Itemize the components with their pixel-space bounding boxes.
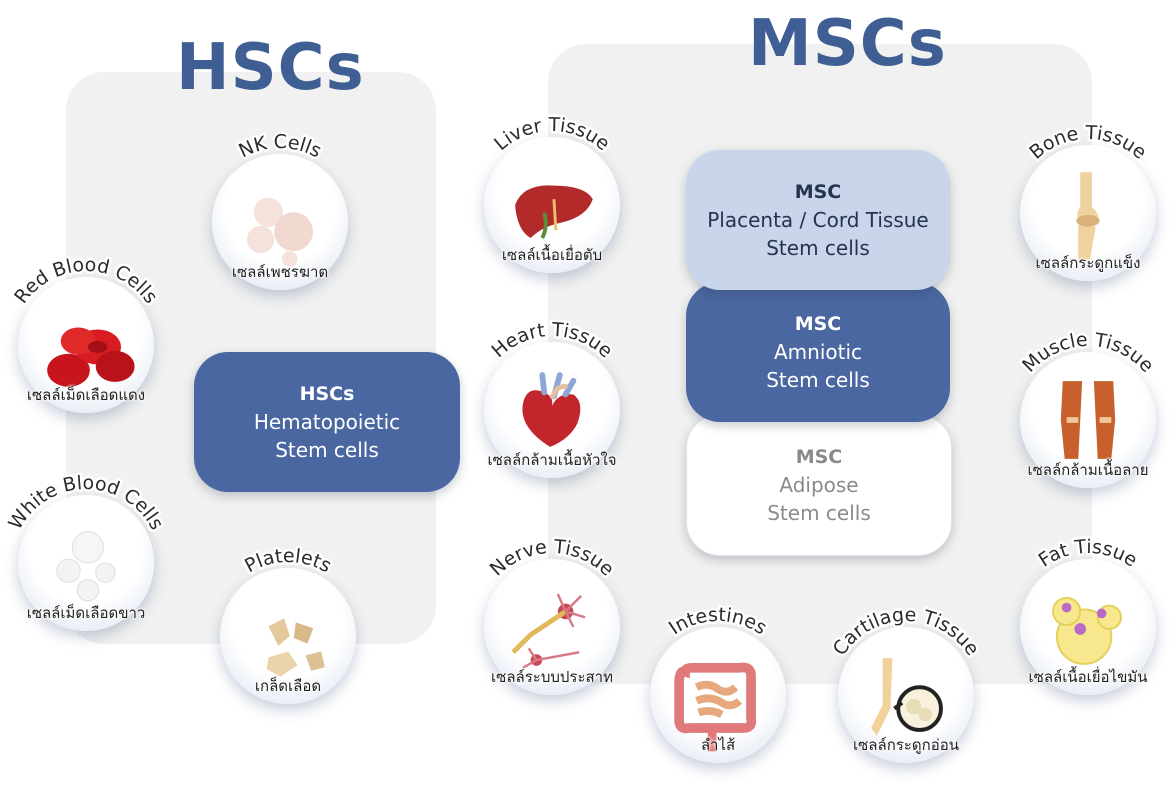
node-thai-caption: เซลล์กล้ามเนื้อลาย — [1027, 461, 1149, 479]
msc-amniotic-line3: Stem cells — [766, 368, 870, 392]
node-label: Fat Tissue — [1035, 536, 1142, 572]
msc-placenta-line2: Placenta / Cord Tissue — [707, 208, 929, 232]
hsc-box-line3: Stem cells — [275, 438, 379, 462]
msc-amniotic-line2: Amniotic — [773, 340, 863, 364]
heart-icon — [522, 372, 581, 447]
node-label: NK Cells — [235, 131, 325, 162]
node-thai-caption: เซลล์ระบบประสาท — [491, 668, 613, 686]
node-thai-caption: เซลล์เม็ดเลือดแดง — [26, 386, 146, 404]
node-circle — [484, 342, 620, 478]
node-circle — [1020, 145, 1156, 281]
node-circle — [650, 627, 786, 763]
node-label: Nerve Tissue — [486, 536, 619, 581]
node-circle — [838, 627, 974, 763]
node-circle — [484, 559, 620, 695]
node-label-arc: NK Cells — [233, 128, 328, 164]
node-label-arc: Bone Tissue — [1023, 119, 1153, 166]
node-label-arc: Platelets — [239, 542, 338, 579]
msc-amniotic-box: MSC Amniotic Stem cells — [686, 282, 950, 422]
node-label: Bone Tissue — [1025, 122, 1150, 164]
msc-placenta-box: MSC Placenta / Cord Tissue Stem cells — [686, 150, 950, 290]
msc-amniotic-line1: MSC — [794, 313, 842, 335]
msc-placenta-line3: Stem cells — [766, 236, 870, 260]
node-thai-caption: เซลล์กระดูกแข็ง — [1035, 254, 1141, 272]
node-circle — [212, 154, 348, 290]
node-label-arc: Heart Tissue — [485, 316, 619, 364]
intestines-icon — [674, 662, 757, 752]
node-circle — [220, 568, 356, 704]
node-label-arc: Muscle Tissue — [1016, 326, 1161, 379]
node-thai-caption: ลำไส้ — [700, 736, 736, 754]
node-circle — [484, 137, 620, 273]
node-label: Heart Tissue — [487, 319, 616, 362]
hsc-center-box: HSCs Hematopoietic Stem cells — [194, 352, 460, 492]
msc-adipose-line3: Stem cells — [767, 501, 871, 525]
node-label-arc: Red Blood Cells — [8, 251, 165, 310]
liver-icon — [515, 185, 593, 239]
node-label: Muscle Tissue — [1018, 329, 1158, 377]
platelets-icon — [266, 618, 325, 677]
fat-cells-icon — [1052, 596, 1122, 665]
white-blood-cells-icon — [56, 531, 116, 602]
node-label: Platelets — [241, 545, 335, 577]
node-label: Red Blood Cells — [10, 254, 162, 308]
node-label-arc: Cartilage Tissue — [826, 601, 986, 662]
msc-title: MSCs — [748, 7, 947, 81]
red-blood-cells-icon — [47, 327, 135, 387]
node-label: White Blood Cells — [4, 472, 167, 534]
hsc-box-line2: Hematopoietic — [253, 410, 401, 434]
node-label: Intestines — [665, 604, 771, 639]
msc-adipose-line2: Adipose — [779, 473, 859, 497]
cartilage-icon — [871, 658, 943, 736]
node-label-arc: Intestines — [662, 601, 773, 641]
node-thai-caption: เซลล์กล้ามเนื้อหัวใจ — [487, 451, 617, 469]
node-thai-caption: เกล็ดเลือด — [254, 677, 322, 695]
neuron-icon — [511, 593, 586, 669]
hsc-title: HSCs — [176, 31, 365, 105]
node-thai-caption: เซลล์เนื้อเยื่อตับ — [501, 246, 603, 264]
node-thai-caption: เซลล์เพชรฆาต — [231, 263, 329, 281]
node-label-arc: White Blood Cells — [2, 469, 170, 536]
node-label: Liver Tissue — [490, 114, 614, 155]
node-circle — [18, 277, 154, 413]
node-label-arc: Nerve Tissue — [483, 533, 621, 583]
hsc-box-line1: HSCs — [299, 383, 355, 405]
node-label-arc: Liver Tissue — [488, 111, 617, 157]
node-thai-caption: เซลล์เนื้อเยื่อไขมัน — [1028, 668, 1148, 686]
node-thai-caption: เซลล์เม็ดเลือดขาว — [26, 604, 146, 622]
msc-placenta-line1: MSC — [794, 181, 842, 203]
msc-adipose-line1: MSC — [795, 446, 843, 468]
nk-cells-icon — [246, 197, 314, 267]
node-circle — [1020, 559, 1156, 695]
bone-icon — [1076, 172, 1100, 260]
node-label: Cartilage Tissue — [829, 604, 984, 660]
muscle-icon — [1060, 381, 1116, 459]
msc-adipose-box: MSC Adipose Stem cells — [686, 414, 952, 556]
node-thai-caption: เซลล์กระดูกอ่อน — [853, 736, 959, 754]
node-label-arc: Fat Tissue — [1032, 533, 1144, 574]
node-circle — [18, 495, 154, 631]
node-circle — [1020, 352, 1156, 488]
